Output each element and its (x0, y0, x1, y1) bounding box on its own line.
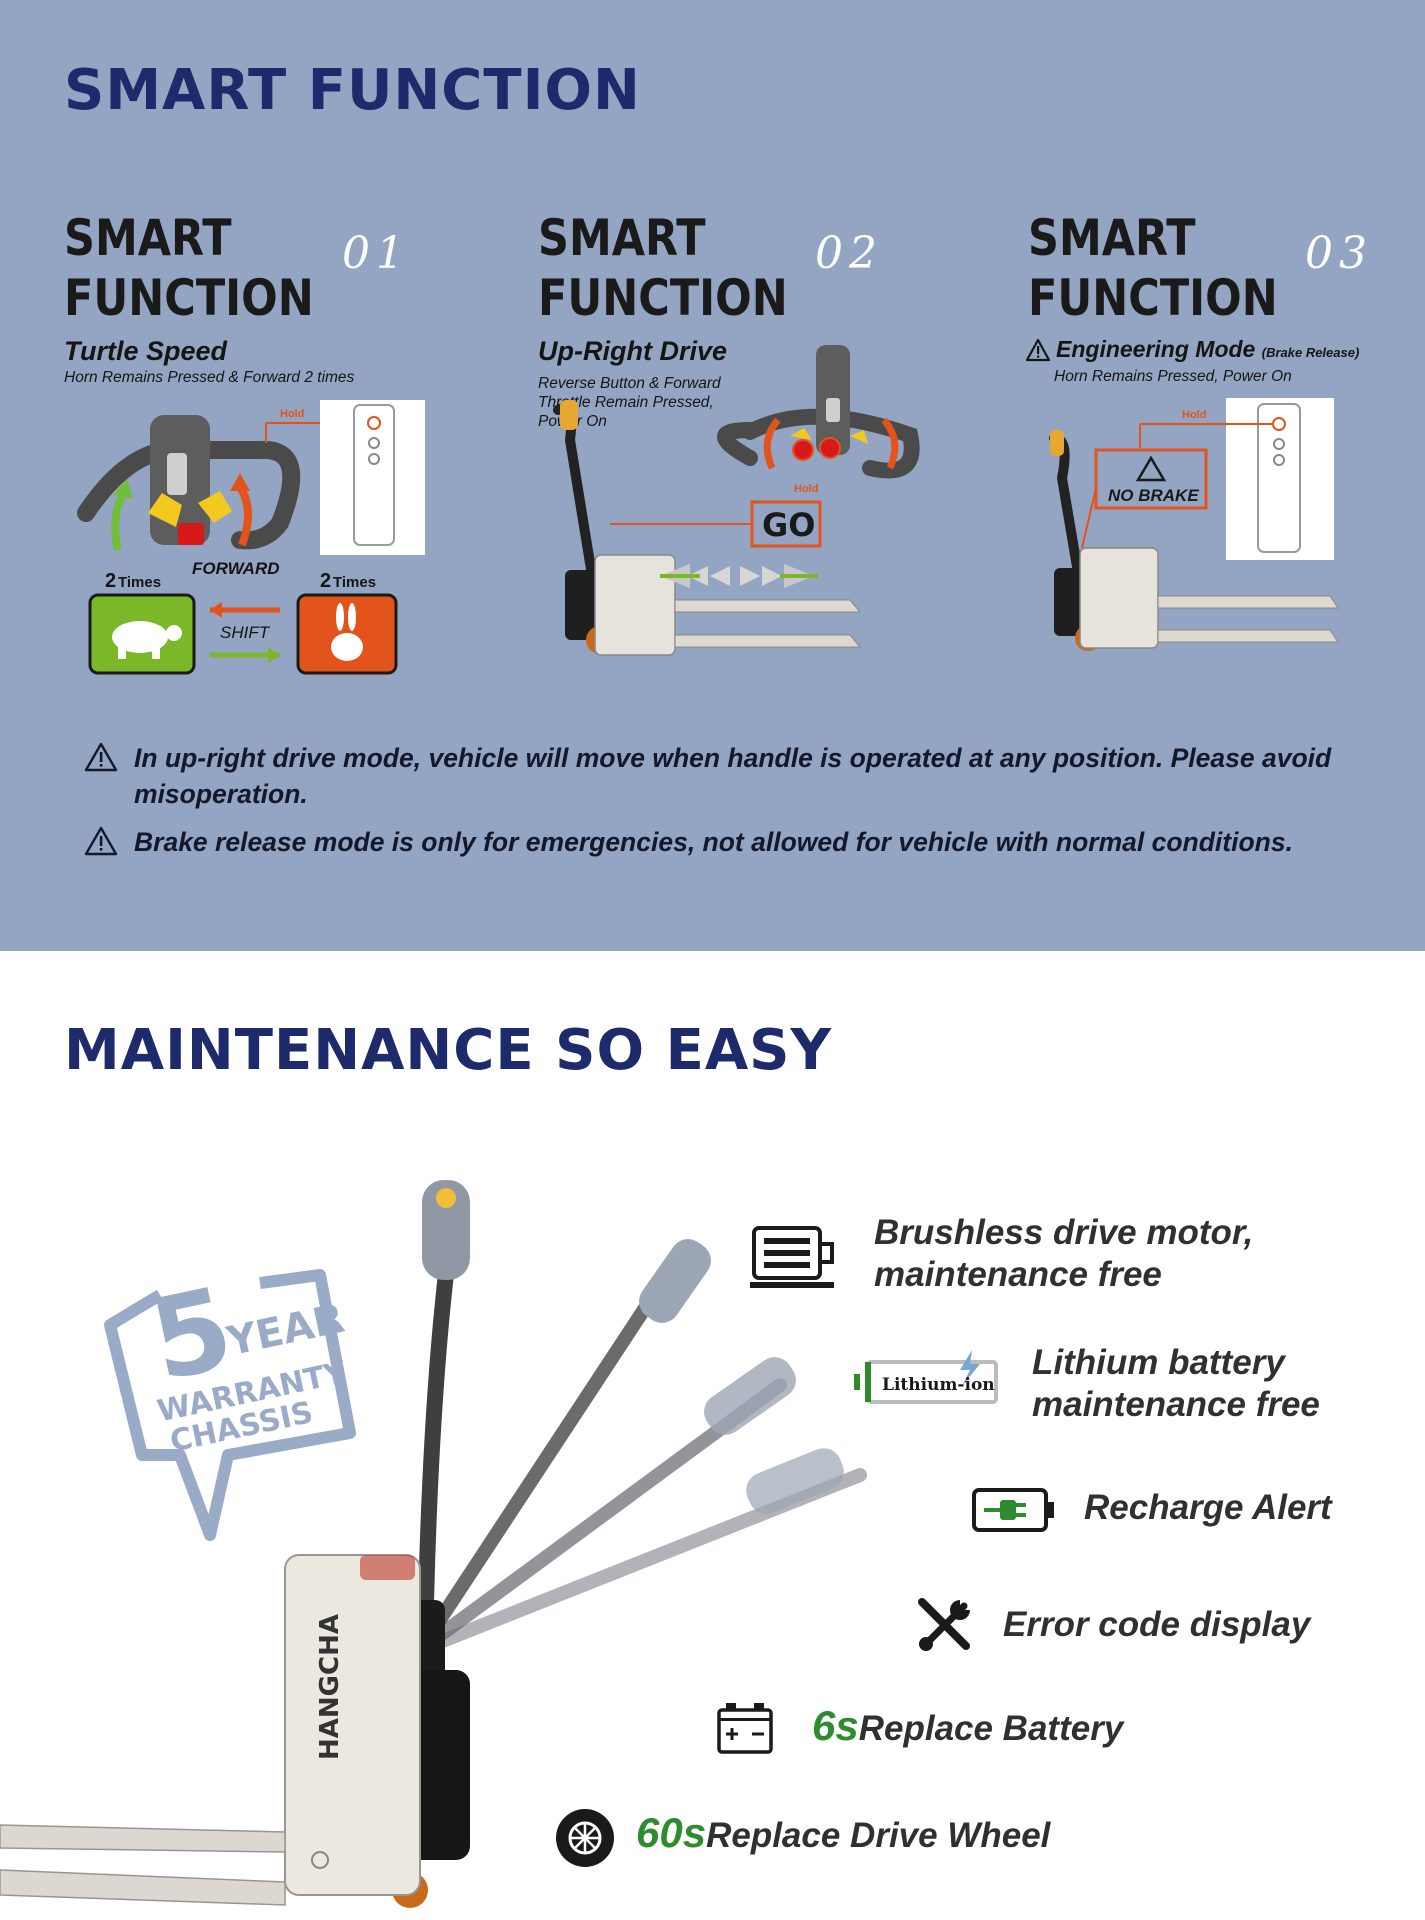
maintenance-title: MAINTENANCE SO EASY (64, 1018, 833, 1083)
function-03-number: 03 (1305, 228, 1373, 279)
warning-icon (1025, 338, 1051, 362)
function-02-desc-line1: Reverse Button & Forward (538, 375, 721, 392)
svg-text:GO: GO (762, 506, 815, 544)
rabbit-icon (296, 593, 398, 675)
function-03-name-text: Engineering Mode (1056, 336, 1256, 362)
recharge-battery-icon (972, 1488, 1054, 1532)
warning-icon (84, 742, 118, 772)
hold-label-3: Hold (1182, 409, 1206, 421)
no-brake-callout: NO BRAKE (1094, 448, 1208, 510)
hold-label-2: Hold (794, 483, 818, 495)
function-01-heading: SMART FUNCTION (64, 208, 314, 328)
warning-1-line1: In up-right drive mode, vehicle will mov… (134, 743, 1332, 773)
up-right-drive-diagram: Hold GO (553, 345, 920, 656)
pallet-truck-illustration: HANGCHA (0, 1180, 867, 1908)
feature-replace-battery: 6sReplace Battery (812, 1705, 1123, 1750)
function-01-description: Horn Remains Pressed & Forward 2 times (64, 369, 355, 386)
replace-battery-label: Replace Battery (858, 1709, 1124, 1748)
function-02-heading: SMART FUNCTION (538, 208, 788, 328)
direction-arrows (660, 564, 818, 588)
function-01-head-line2: FUNCTION (64, 269, 314, 327)
feature-recharge-alert: Recharge Alert (1084, 1488, 1332, 1527)
feature-lithium-battery: Lithium battery maintenance free (1032, 1342, 1320, 1426)
go-callout: GO (750, 500, 822, 548)
motor-icon (750, 1226, 834, 1288)
turtle-speed-diagram: Hold FORWARD 2 Times 2 Times SHIFT (77, 400, 425, 675)
warranty-badge: 5 YEAR WARRANTY CHASSIS (104, 1263, 356, 1541)
feature-replace-drive-wheel: 60sReplace Drive Wheel (636, 1812, 1050, 1857)
forward-label: FORWARD (192, 559, 280, 578)
lithium-ion-label: Lithium-ion (882, 1375, 995, 1395)
feature-2-line2: maintenance free (1032, 1385, 1320, 1424)
function-03-heading: SMART FUNCTION (1028, 208, 1278, 328)
function-02-head-line2: FUNCTION (538, 269, 788, 327)
times-num-2: 2 (320, 570, 331, 592)
feature-error-code: Error code display (1003, 1605, 1311, 1644)
replace-wheel-time: 60s (636, 1809, 707, 1856)
hold-label-1: Hold (280, 408, 304, 420)
times-num-1: 2 (105, 570, 116, 592)
turtle-icon (88, 593, 196, 675)
smart-function-title: SMART FUNCTION (64, 58, 641, 123)
function-03-name: Engineering Mode (Brake Release) (1025, 336, 1360, 363)
warning-1-line2: misoperation. (134, 779, 308, 809)
function-02-name: Up-Right Drive (538, 336, 727, 366)
function-01-name: Turtle Speed (64, 336, 228, 366)
warning-brake-release: Brake release mode is only for emergenci… (84, 824, 1293, 860)
feature-1-line2: maintenance free (874, 1255, 1162, 1294)
warning-2-line1: Brake release mode is only for emergenci… (134, 827, 1293, 857)
function-02-head-line1: SMART (538, 209, 706, 267)
function-02-desc-line2: Throttle Remain Pressed, (538, 394, 714, 411)
times-label-2: Times (333, 574, 376, 591)
function-01-number: 01 (342, 228, 410, 279)
function-03-name-note: (Brake Release) (1261, 345, 1360, 360)
function-02-number: 02 (815, 228, 883, 279)
function-03-head-line2: FUNCTION (1028, 269, 1278, 327)
svg-text:NO BRAKE: NO BRAKE (1108, 486, 1199, 505)
battery-icon (717, 1703, 773, 1754)
warning-upright-drive: In up-right drive mode, vehicle will mov… (84, 740, 1331, 812)
function-03-description: Horn Remains Pressed, Power On (1054, 368, 1292, 385)
shift-label: SHIFT (220, 623, 271, 642)
wheel-icon (556, 1809, 614, 1867)
wrench-screwdriver-icon (918, 1598, 970, 1651)
warning-icon (84, 826, 118, 856)
function-03-head-line1: SMART (1028, 209, 1196, 267)
function-01-head-line1: SMART (64, 209, 232, 267)
times-label-1: Times (118, 574, 161, 591)
engineering-mode-diagram: Hold NO BRAKE (1049, 398, 1339, 651)
feature-2-line1: Lithium battery (1032, 1343, 1285, 1382)
feature-1-line1: Brushless drive motor, (874, 1213, 1254, 1252)
feature-brushless-motor: Brushless drive motor, maintenance free (874, 1212, 1253, 1296)
brand-label: HANGCHA (315, 1614, 345, 1760)
function-02-description: Reverse Button & Forward Throttle Remain… (538, 374, 721, 431)
lithium-battery-icon: Lithium-ion (854, 1350, 998, 1404)
replace-wheel-label: Replace Drive Wheel (706, 1816, 1051, 1855)
smart-function-panel: SMART FUNCTION SMART FUNCTION 01 Turtle … (0, 0, 1425, 951)
replace-battery-time: 6s (812, 1702, 859, 1749)
